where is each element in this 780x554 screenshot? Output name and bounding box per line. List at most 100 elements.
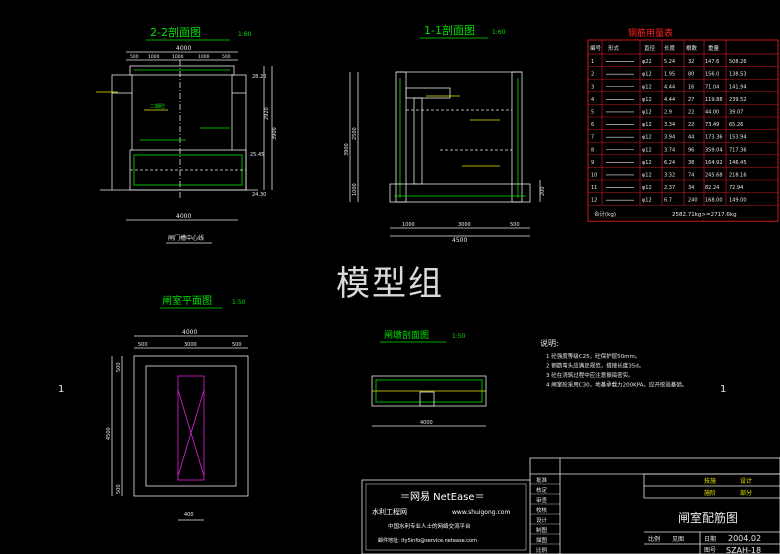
- dim-part: 3000: [458, 222, 471, 228]
- table-cell: 2.9: [664, 109, 672, 115]
- section11-title: 1-1剖面图: [424, 23, 475, 37]
- plan-scale: 1:50: [232, 299, 246, 306]
- title-label: 部分: [740, 489, 752, 497]
- total-label: 合计(kg): [594, 210, 616, 218]
- scale-label: 比例: [648, 535, 660, 543]
- section22-dim-top: 4000: [176, 45, 191, 52]
- table-header: 直径: [644, 44, 656, 52]
- title-left-label: 批准: [536, 476, 548, 484]
- logo-url: www.shuigong.com: [452, 509, 510, 516]
- table-cell: 147.6: [705, 59, 719, 65]
- dim-right: 2920: [264, 107, 270, 120]
- elevation: 24.30: [252, 192, 266, 198]
- table-cell: 2: [591, 72, 594, 78]
- table-cell: φ22: [642, 59, 652, 65]
- notes: 说明: 1 砼强度等级C25，砼保护层50mm。2 钢筋弯头应满足规范，搭接长度…: [540, 338, 687, 389]
- table-cell: 1.95: [664, 72, 675, 78]
- table-cell: 717.36: [729, 147, 747, 153]
- table-header: 长度: [664, 44, 676, 52]
- title-left-label: 校核: [536, 506, 548, 514]
- dim-left: 500: [116, 362, 122, 372]
- table-cell: 240: [688, 198, 698, 204]
- table-cell: 65.26: [729, 122, 743, 128]
- dim-part: 500: [232, 342, 242, 348]
- logo-title: ＝网易 NetEase＝: [400, 491, 485, 503]
- total-value: 2582.71kg>=2717.6kg: [672, 212, 737, 218]
- table-cell: φ12: [642, 84, 652, 90]
- table-cell: 153.94: [729, 135, 747, 141]
- dim-part: 500: [138, 342, 148, 348]
- table-cell: 2.37: [664, 185, 675, 191]
- rebar-table-title: 钢筋用量表: [628, 27, 673, 39]
- table-cell: 12: [591, 198, 597, 204]
- table-cell: 44: [688, 135, 694, 141]
- table-cell: 16: [688, 84, 694, 90]
- watermark: 模型组: [336, 264, 444, 304]
- note-item: 1 砼强度等级C25，砼保护层50mm。: [546, 352, 640, 360]
- section-mark: 1: [58, 384, 64, 395]
- table-cell: 8: [591, 147, 594, 153]
- table-cell: 4.44: [664, 97, 675, 103]
- table-cell: 4: [591, 97, 594, 103]
- table-cell: 22: [688, 109, 694, 115]
- table-cell: 74: [688, 172, 694, 178]
- table-cell: 6.24: [664, 160, 675, 166]
- dim-part: 3000: [184, 342, 197, 348]
- section-1-1: 1-1剖面图 1:60 3900 2500 1000 200 1000 3000…: [344, 23, 546, 244]
- table-cell: φ12: [642, 172, 652, 178]
- table-cell: 218.16: [729, 172, 747, 178]
- table-cell: φ12: [642, 147, 652, 153]
- section-2-2: 2-2剖面图 1:60 4000 500 1000 1000 1000 500 …: [96, 25, 278, 244]
- logo-site: 水利工程网: [372, 507, 407, 516]
- table-cell: 359.04: [705, 147, 723, 153]
- table-cell: 119.88: [705, 97, 723, 103]
- dim-right: 200: [540, 186, 546, 196]
- table-cell: 168.00: [705, 198, 723, 204]
- section22-dim-bottom: 4000: [176, 213, 191, 220]
- dim-part: 500: [130, 54, 139, 60]
- table-cell: 4.44: [664, 84, 675, 90]
- table-cell: 149.00: [729, 198, 747, 204]
- date-value: 2004.02: [728, 534, 761, 543]
- title-left-label: 设计: [536, 516, 548, 524]
- logo-box: ＝网易 NetEase＝ 水利工程网 www.shuigong.com 中国水利…: [361, 479, 531, 554]
- note-item: 4 闸室砼采用C30，地基承载力200KPA，应开挖验基础。: [546, 381, 687, 389]
- table-cell: 508.26: [729, 59, 747, 65]
- title-label: 技施: [704, 477, 716, 485]
- table-cell: 141.94: [729, 84, 747, 90]
- table-cell: 27: [688, 97, 694, 103]
- dim-left: 2500: [352, 127, 358, 140]
- table-cell: 80: [688, 72, 694, 78]
- dim-part: 1000: [148, 54, 160, 60]
- table-cell: 73.49: [705, 122, 719, 128]
- title-left-label: 比例: [536, 546, 548, 554]
- table-cell: 11: [591, 185, 597, 191]
- section11-scale: 1:60: [492, 29, 506, 36]
- table-cell: 3.94: [664, 135, 675, 141]
- pier-title: 闸墩剖面图: [384, 329, 429, 341]
- title-label: 设计: [740, 477, 752, 485]
- table-cell: 3.32: [664, 172, 675, 178]
- table-cell: 239.52: [729, 97, 747, 103]
- dim-left: 3900: [344, 143, 350, 156]
- table-cell: φ12: [642, 185, 652, 191]
- table-cell: φ12: [642, 72, 652, 78]
- title-left-label: 审查: [536, 496, 548, 504]
- table-cell: 138.53: [729, 72, 747, 78]
- table-cell: φ12: [642, 198, 652, 204]
- title-left-label: 描图: [536, 536, 548, 544]
- section-mark: 1: [720, 384, 726, 395]
- dim-right: 3900: [272, 127, 278, 140]
- scale-value: 见图: [672, 536, 684, 543]
- drawing-number: SZAH-18: [726, 546, 761, 554]
- table-cell: 164.92: [705, 160, 723, 166]
- logo-email: 邮件地址: lty5info@service.netease.com: [378, 537, 477, 544]
- title-label: 施阶: [704, 489, 716, 497]
- title-left-label: 制图: [536, 526, 548, 534]
- pier-scale: 1:50: [452, 333, 466, 340]
- logo-slogan: 中国水利专业人士的网络交流平台: [388, 522, 471, 530]
- dim-part: 1000: [172, 54, 184, 60]
